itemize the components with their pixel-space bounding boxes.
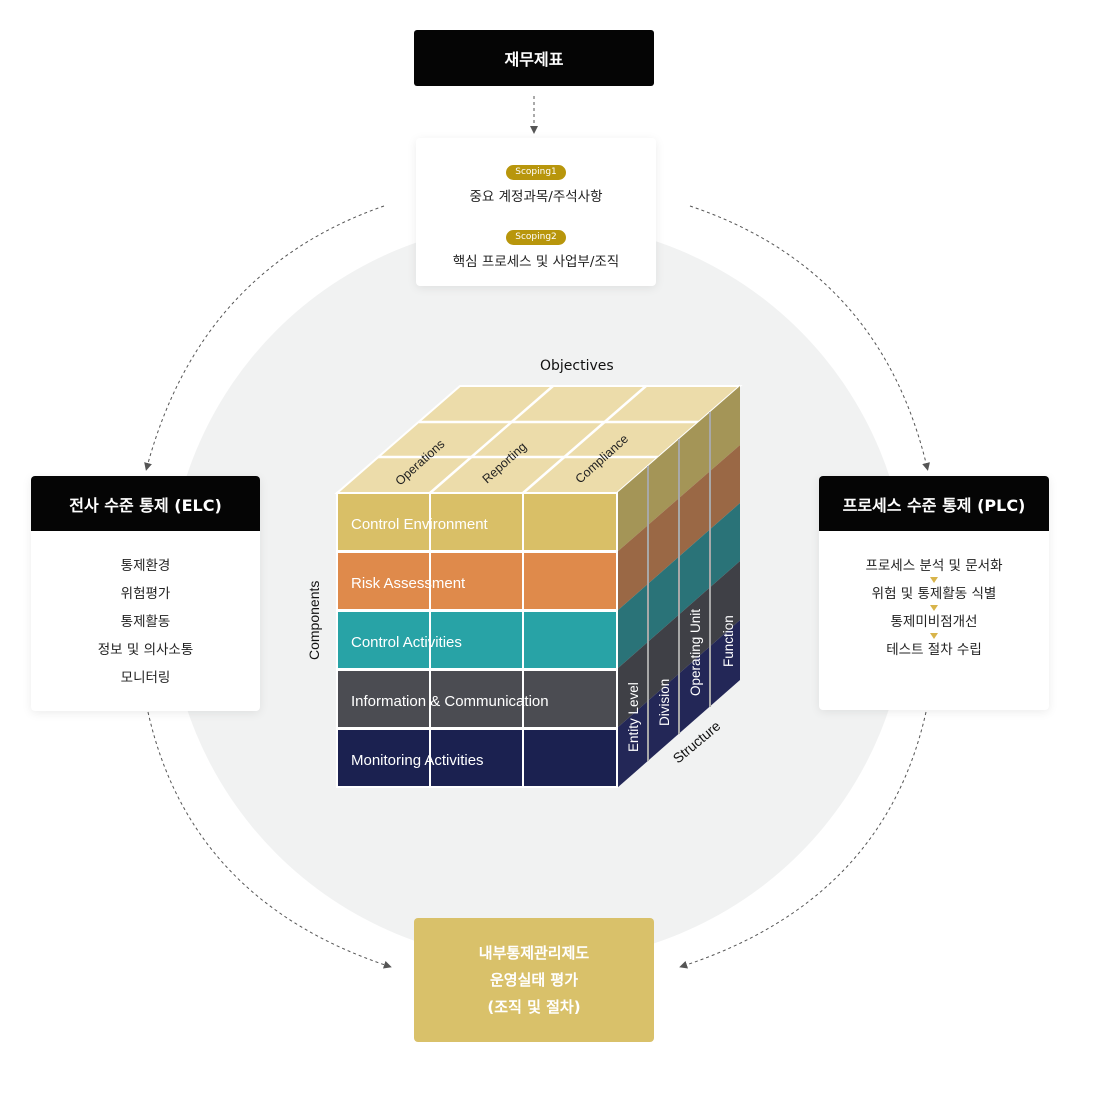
elc-item: 통제활동: [120, 614, 171, 630]
scoping-2-tag: Scoping2: [506, 230, 566, 245]
plc-list: 프로세스 분석 및 문서화 위험 및 통제활동 식별 통제미비점개선 테스트 절…: [819, 531, 1049, 660]
scoping-box: Scoping1 중요 계정과목/주석사항 Scoping2 핵심 프로세스 및…: [416, 138, 656, 286]
cube-front-grid: [429, 493, 524, 788]
cube-row: [336, 669, 618, 729]
evaluation-line: (조직 및 절차): [487, 997, 581, 1016]
scoping-2: Scoping2 핵심 프로세스 및 사업부/조직: [416, 224, 656, 270]
plc-item: 테스트 절차 수립: [886, 642, 982, 658]
side-label-entity-level: Entity Level: [626, 682, 641, 752]
side-label-function: Function: [721, 615, 736, 667]
arrow-plc-to-bottom: [679, 711, 927, 969]
evaluation-line: 내부통제관리제도: [478, 943, 590, 962]
cube-top-grid: [378, 385, 699, 494]
side-grid: [647, 412, 711, 761]
arrow-elc-to-bottom: [147, 711, 392, 969]
scoping-1-text: 중요 계정과목/주석사항: [469, 189, 603, 205]
plc-item: 위험 및 통제활동 식별: [871, 586, 997, 602]
elc-list: 통제환경 위험평가 통제활동 정보 및 의사소통 모니터링: [31, 531, 260, 692]
objectives-label: Objectives: [540, 358, 614, 374]
financial-statements-label: 재무제표: [504, 50, 564, 69]
cube-row: [336, 728, 618, 788]
arrow-scoping-to-elc: [144, 205, 385, 471]
financial-statements-box: 재무제표: [414, 30, 654, 86]
scoping-1-tag: Scoping1: [506, 165, 566, 180]
plc-panel: 프로세스 수준 통제 (PLC) 프로세스 분석 및 문서화 위험 및 통제활동…: [819, 476, 1049, 710]
evaluation-box: 내부통제관리제도 운영실태 평가 (조직 및 절차): [414, 918, 654, 1042]
down-triangle-icon: [930, 605, 938, 611]
elc-panel: 전사 수준 통제 (ELC) 통제환경 위험평가 통제활동 정보 및 의사소통 …: [31, 476, 260, 711]
elc-item: 모니터링: [120, 670, 171, 686]
components-label: Components: [306, 581, 322, 660]
scoping-1: Scoping1 중요 계정과목/주석사항: [416, 159, 656, 205]
scoping-2-text: 핵심 프로세스 및 사업부/조직: [452, 254, 620, 270]
cube-row: [336, 610, 618, 670]
plc-item: 통제미비점개선: [890, 614, 978, 630]
cube-row: [336, 551, 618, 611]
side-label-division: Division: [657, 679, 672, 726]
down-triangle-icon: [930, 633, 938, 639]
cube-row-label: Control Environment: [351, 516, 489, 533]
cube-row: [336, 492, 618, 552]
elc-title: 전사 수준 통제 (ELC): [31, 476, 260, 531]
cube-row-label: Risk Assessment: [351, 575, 466, 592]
down-triangle-icon: [930, 577, 938, 583]
side-label-operating-unit: Operating Unit: [688, 609, 703, 696]
elc-item: 통제환경: [120, 558, 171, 574]
plc-title: 프로세스 수준 통제 (PLC): [819, 476, 1049, 531]
cube-row-label: Monitoring Activities: [351, 752, 484, 769]
elc-item: 정보 및 의사소통: [97, 642, 194, 658]
evaluation-line: 운영실태 평가: [489, 970, 579, 989]
elc-item: 위험평가: [120, 586, 171, 602]
cube-row-label: Information & Communication: [351, 693, 549, 710]
plc-item: 프로세스 분석 및 문서화: [865, 558, 1003, 574]
cube-row-label: Control Activities: [351, 634, 462, 651]
